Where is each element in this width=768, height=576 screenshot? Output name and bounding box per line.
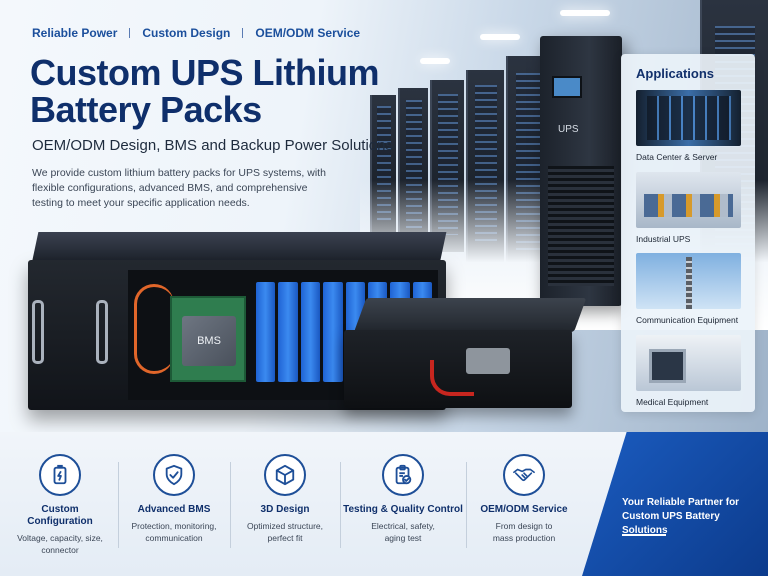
feature-description: Voltage, capacity, size, connector	[17, 533, 103, 555]
orange-wire	[134, 284, 174, 374]
ups-vent	[548, 166, 614, 286]
bms-board: BMS	[170, 296, 246, 382]
tagline-reliable-power: Reliable Power	[32, 26, 118, 40]
divider	[118, 462, 119, 548]
rack-handle-left	[32, 300, 44, 364]
page-description: We provide custom lithium battery packs …	[32, 167, 326, 209]
feature-testing-quality: Testing & Quality Control Electrical, sa…	[340, 432, 466, 576]
battery-pack-top	[354, 298, 587, 332]
battery-cell	[256, 282, 276, 382]
battery-pack-image	[344, 298, 587, 410]
feature-title: Custom Configuration	[27, 504, 93, 527]
divider	[242, 28, 244, 38]
partner-text: Your Reliable Partner for Custom UPS Bat…	[622, 497, 740, 536]
feature-advanced-bms: Advanced BMS Protection, monitoring, com…	[118, 432, 230, 576]
feature-description: Protection, monitoring, communication	[131, 521, 217, 543]
feature-title: 3D Design	[260, 504, 310, 515]
rack-handle-right	[96, 300, 108, 364]
tagline-custom-design: Custom Design	[142, 26, 231, 40]
tagline-row: Reliable Power Custom Design OEM/ODM Ser…	[32, 26, 360, 40]
battery-cell	[323, 282, 343, 382]
page-subtitle: OEM/ODM Design, BMS and Backup Power Sol…	[32, 137, 393, 154]
feature-3d-design: 3D Design Optimized structure, perfect f…	[230, 432, 340, 576]
divider	[129, 28, 131, 38]
battery-bolt-icon	[39, 454, 81, 496]
ups-label: UPS	[558, 124, 579, 135]
battery-cell	[300, 282, 321, 382]
cube-icon	[264, 454, 306, 496]
feature-description: From design to mass production	[492, 521, 556, 543]
feature-title: OEM/ODM Service	[480, 504, 568, 515]
bms-chip: BMS	[182, 316, 236, 366]
ups-display	[552, 76, 582, 98]
feature-oem-odm-service: OEM/ODM Service From design to mass prod…	[466, 432, 582, 576]
applications-title: Applications	[636, 66, 715, 81]
shield-check-icon	[153, 454, 195, 496]
application-item-medical: Medical Equipment	[636, 335, 741, 407]
data-center-image	[636, 90, 741, 146]
ceiling-light	[420, 58, 450, 64]
ceiling-light	[480, 34, 520, 40]
telecom-tower-image	[636, 253, 741, 309]
ceiling-light	[560, 10, 610, 16]
partner-underline	[622, 534, 666, 536]
feature-custom-configuration: Custom Configuration Voltage, capacity, …	[0, 432, 120, 576]
application-label: Data Center & Server	[636, 152, 718, 162]
clipboard-check-icon	[382, 454, 424, 496]
divider	[466, 462, 467, 548]
industrial-image	[636, 172, 741, 228]
hero-banner: UPS Reliable Power Custom Design OEM/ODM…	[0, 0, 768, 432]
page-title: Custom UPS Lithium Battery Packs	[30, 52, 380, 130]
application-item-communication: Communication Equipment	[636, 253, 741, 325]
divider	[340, 462, 341, 548]
feature-description: Electrical, safety, aging test	[371, 521, 435, 543]
ups-cabinet: UPS	[540, 36, 622, 306]
feature-title: Testing & Quality Control	[343, 504, 463, 515]
connector	[466, 348, 510, 374]
feature-description: Optimized structure, perfect fit	[246, 521, 324, 543]
tagline-oem-odm: OEM/ODM Service	[255, 26, 361, 40]
application-item-industrial: Industrial UPS	[636, 172, 741, 244]
handshake-icon	[503, 454, 545, 496]
divider	[230, 462, 231, 548]
application-label: Industrial UPS	[636, 234, 691, 244]
feature-title: Advanced BMS	[137, 504, 211, 515]
rack-unit-top	[32, 232, 447, 262]
red-cable	[430, 360, 474, 396]
medical-image	[636, 335, 741, 391]
applications-panel: Applications Data Center & Server Indust…	[621, 54, 755, 412]
application-label: Communication Equipment	[636, 315, 739, 325]
application-label: Medical Equipment	[636, 397, 709, 407]
application-item-data-center: Data Center & Server	[636, 90, 741, 162]
battery-cell	[278, 282, 298, 382]
